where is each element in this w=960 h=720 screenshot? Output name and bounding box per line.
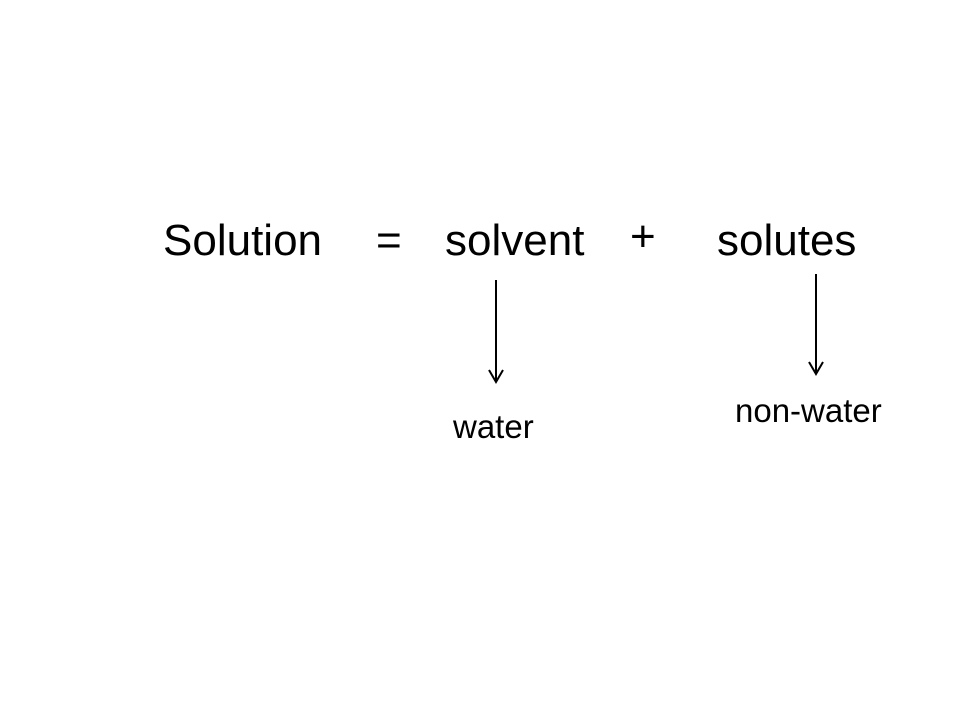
solution-term: Solution — [163, 216, 323, 265]
plus-sign: + — [630, 212, 656, 261]
equals-sign: = — [376, 216, 402, 265]
non-water-label: non-water — [735, 392, 882, 429]
solutes-term: solutes — [717, 216, 857, 265]
water-label: water — [453, 408, 534, 445]
solvent-term: solvent — [445, 216, 585, 265]
solutes-arrow — [808, 274, 824, 376]
solvent-arrow — [488, 280, 504, 384]
